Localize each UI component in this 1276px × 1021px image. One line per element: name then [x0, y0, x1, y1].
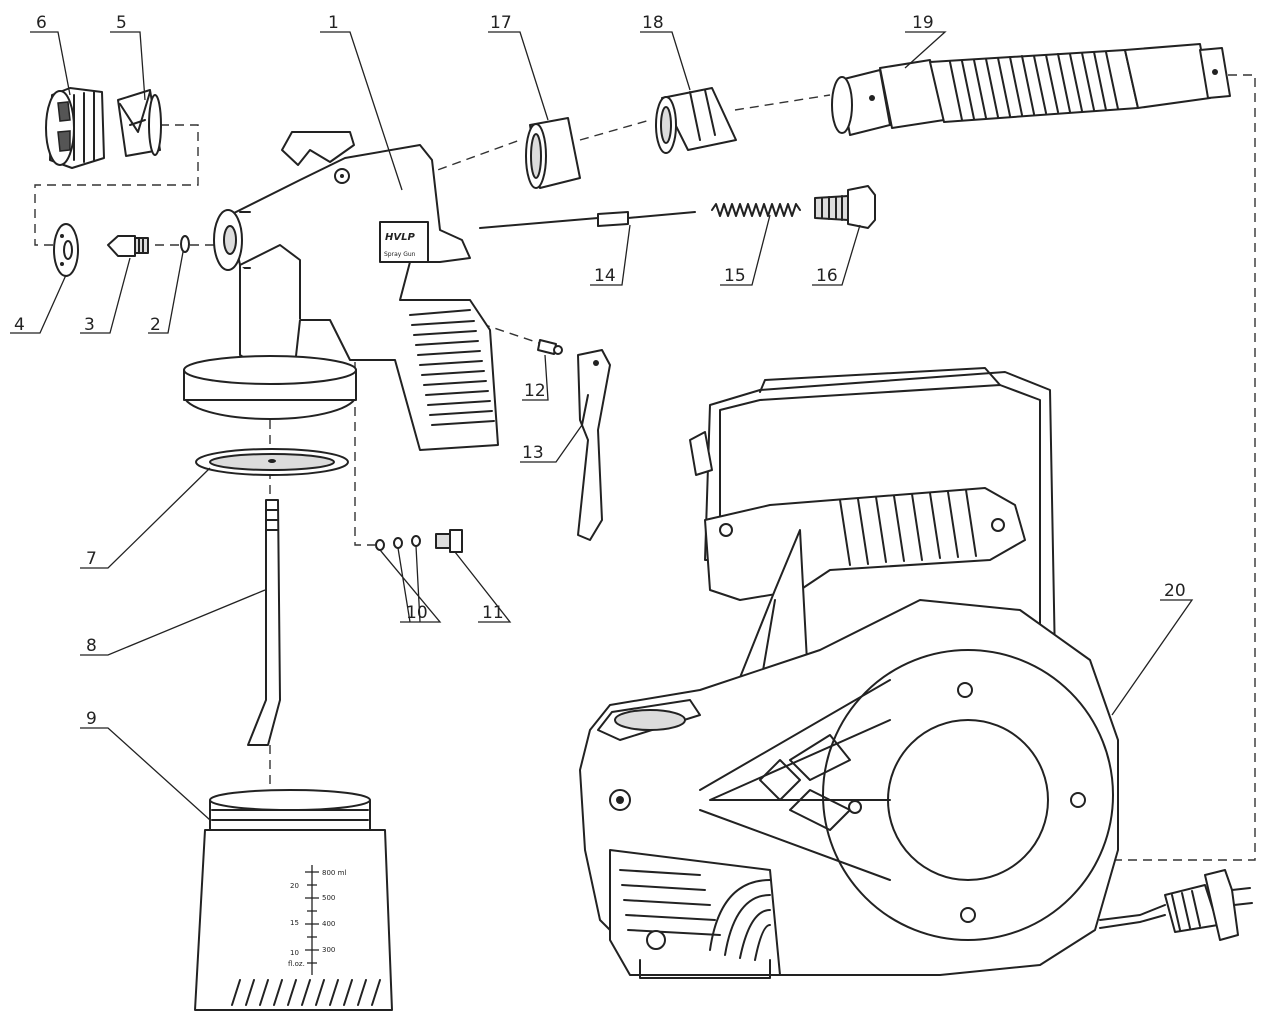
part-5-air-cap — [117, 89, 162, 157]
gun-brand-label: HVLP — [385, 232, 415, 243]
part-16-adjust-knob — [814, 185, 876, 229]
callout-4: 4 — [14, 315, 25, 335]
scale-ml-800: 800 ml — [322, 869, 346, 877]
callout-17: 17 — [490, 13, 512, 33]
part-19-air-hose — [831, 43, 1231, 136]
part-14-needle — [479, 211, 696, 229]
callout-20: 20 — [1164, 581, 1186, 601]
callout-14: 14 — [594, 266, 616, 286]
part-20-turbine-unit — [579, 367, 1119, 979]
leader-lines — [10, 31, 1194, 821]
scale-ml-400: 400 — [322, 920, 335, 928]
scale-oz-15: 15 — [290, 919, 299, 927]
scale-ml-300: 300 — [322, 946, 335, 954]
part-9-paint-container: 800 ml 500 400 300 20 15 10 fl.oz. — [194, 789, 393, 1011]
part-15-spring — [711, 203, 801, 217]
part-1-spray-gun-body: HVLP Spray Gun — [183, 131, 499, 451]
part-2-o-ring — [180, 235, 190, 253]
part-4-gasket — [53, 223, 79, 277]
part-10-valve-seals — [375, 535, 421, 551]
callout-18: 18 — [642, 13, 664, 33]
callout-12: 12 — [524, 381, 546, 401]
gun-brand-sublabel: Spray Gun — [384, 251, 416, 258]
callout-16: 16 — [816, 266, 838, 286]
callout-1: 1 — [328, 13, 339, 33]
callout-5: 5 — [116, 13, 127, 33]
callout-8: 8 — [86, 636, 97, 656]
callout-7: 7 — [86, 549, 97, 569]
part-11-adjust-screw — [435, 529, 463, 553]
scale-oz-10: 10 — [290, 949, 299, 957]
part-12-trigger-pin — [537, 339, 563, 355]
part-8-suction-tube — [247, 499, 281, 746]
callout-2: 2 — [150, 315, 161, 335]
callout-9: 9 — [86, 709, 97, 729]
part-7-container-gasket — [195, 448, 349, 476]
part-3-nozzle — [107, 235, 149, 257]
scale-oz-unit: fl.oz. — [288, 960, 305, 968]
callout-numbers: 6 5 1 17 18 19 4 3 2 7 8 9 10 11 12 13 1… — [14, 13, 1186, 729]
callout-19: 19 — [912, 13, 934, 33]
part-18-hose-connector — [655, 87, 737, 154]
part-6-air-cap-ring — [45, 87, 105, 169]
part-17-adapter-sleeve — [525, 117, 581, 189]
callout-10: 10 — [406, 603, 428, 623]
callout-15: 15 — [724, 266, 746, 286]
scale-ml-500: 500 — [322, 894, 335, 902]
part-13-trigger — [577, 349, 611, 541]
callout-3: 3 — [84, 315, 95, 335]
callout-13: 13 — [522, 443, 544, 463]
power-cord — [1099, 869, 1253, 941]
callout-11: 11 — [482, 603, 504, 623]
callout-6: 6 — [36, 13, 47, 33]
scale-oz-20: 20 — [290, 882, 299, 890]
